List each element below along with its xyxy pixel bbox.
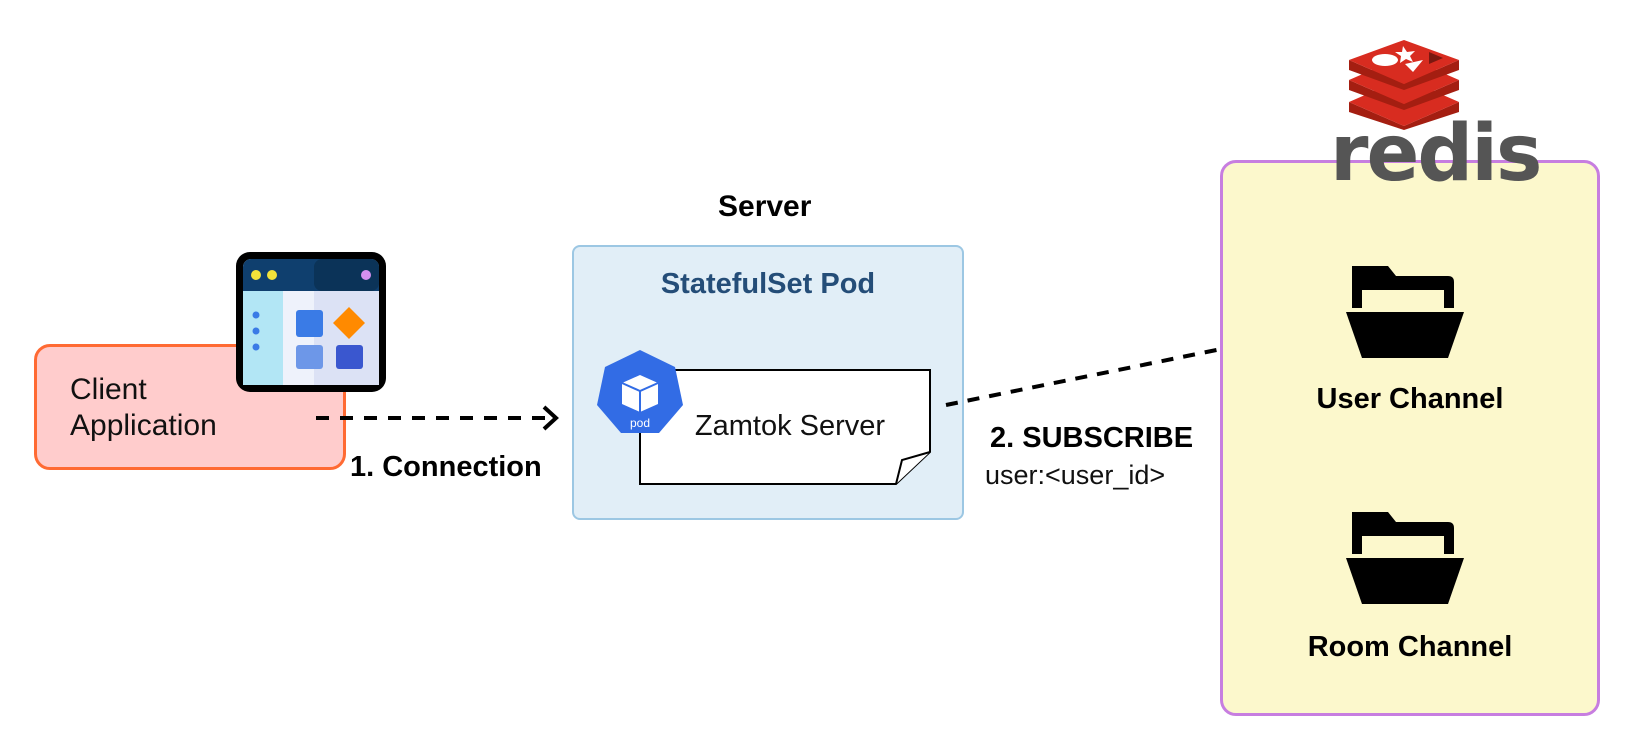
room-channel-label: Room Channel [1307,631,1513,663]
client-label-line1: Client [70,373,147,406]
client-label-line2: Application [70,409,217,442]
server-title: Server [718,190,812,223]
connection-arrow [316,405,559,431]
subscribe-label: 2. SUBSCRIBE [990,422,1194,454]
user-channel-folder-icon [1346,266,1464,358]
app-window-icon [236,252,386,392]
zamtok-server-document [639,369,931,485]
redis-container [1220,160,1600,716]
pod-badge-label: pod [630,416,650,430]
redis-logo-icon [1349,40,1459,130]
room-channel-folder-icon [1346,512,1464,604]
subscribe-key-label: user:<user_id> [985,460,1166,490]
connection-label: 1. Connection [350,451,542,483]
statefulset-pod-title: StatefulSet Pod [660,268,876,300]
redis-wordmark: redis [1330,109,1542,199]
user-channel-label: User Channel [1316,383,1504,415]
zamtok-server-label: Zamtok Server [694,410,886,442]
client-application-label: Client Application [70,372,217,444]
kubernetes-pod-icon: pod [597,350,683,433]
